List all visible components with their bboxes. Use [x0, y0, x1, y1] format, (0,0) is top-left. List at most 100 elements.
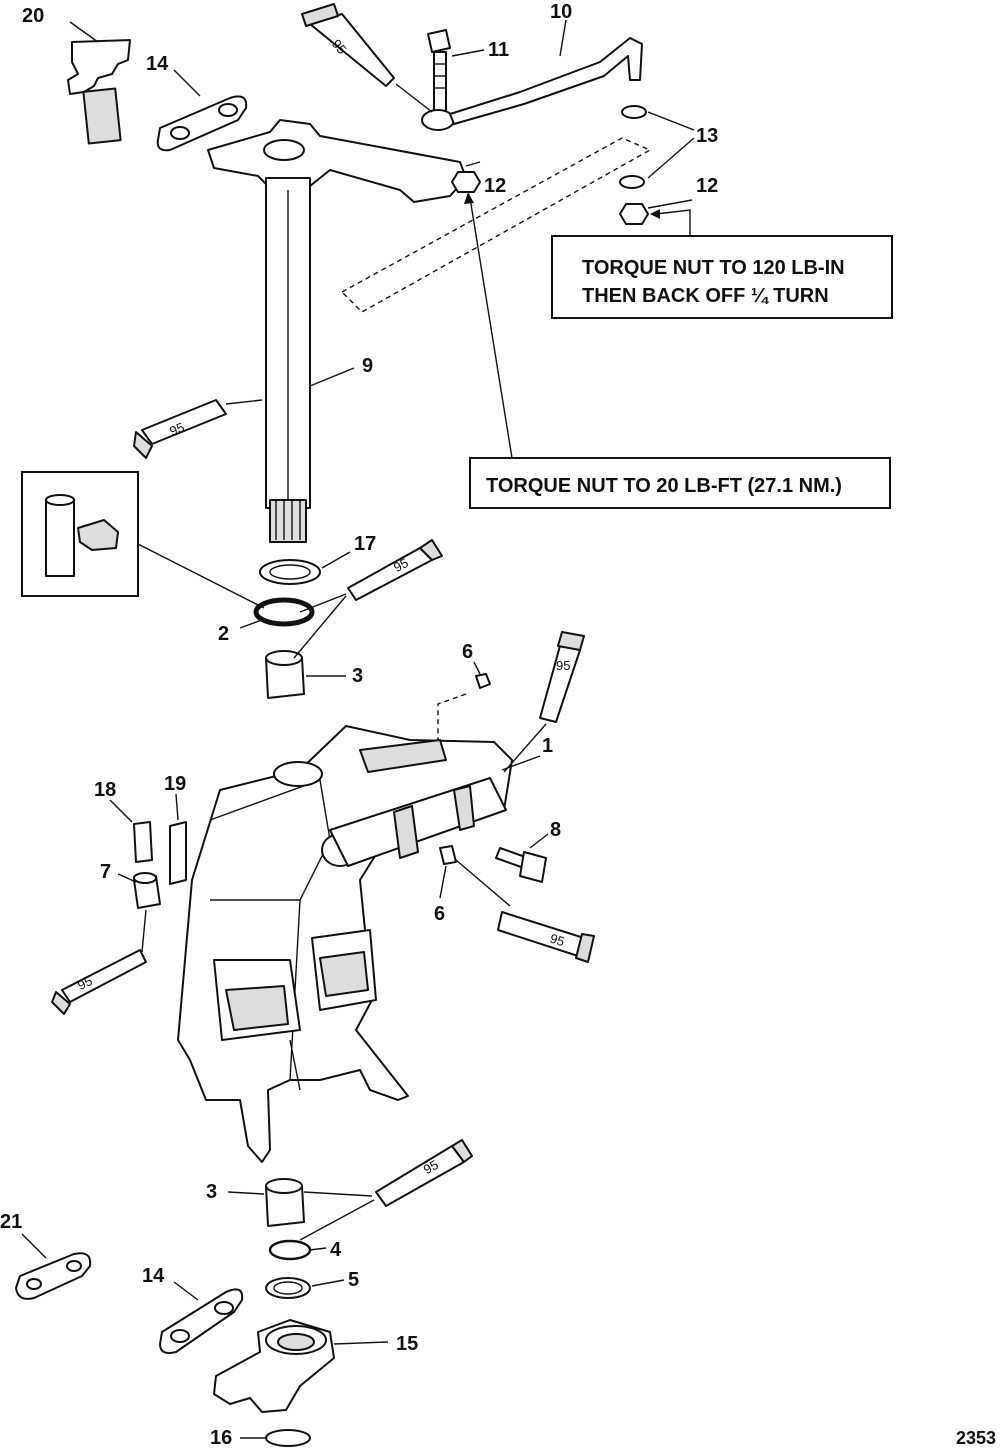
part-13-washer-top [621, 105, 647, 119]
callout-18: 18 [94, 779, 116, 801]
grease-tube-4 [539, 631, 585, 723]
callout-11: 11 [488, 39, 509, 61]
part-3-bushing-top [265, 650, 305, 699]
part-19-shim [169, 821, 187, 885]
callout-8: 8 [550, 819, 561, 841]
part-9-steering-shaft [207, 119, 467, 543]
leader-tube3a [299, 593, 347, 613]
leader-2 [239, 619, 263, 629]
part-15-steering-yoke [213, 1319, 335, 1413]
callout-12b: 12 [696, 175, 718, 197]
callout-1: 1 [542, 735, 553, 757]
leader-7-grease [141, 909, 147, 953]
leader-20 [69, 21, 99, 43]
part-4-oring [268, 1239, 312, 1261]
callout-3b: 3 [206, 1181, 217, 1203]
part-18-shim [133, 821, 153, 863]
leader-14a [173, 69, 201, 97]
callout-20: 20 [22, 5, 44, 27]
leader-tube7b [299, 1199, 375, 1241]
callout-14a: 14 [146, 53, 169, 75]
part-12-nut-left [451, 171, 481, 193]
note-box-20 [469, 457, 891, 509]
callout-19: 19 [164, 773, 186, 795]
leader-14b [173, 1281, 199, 1301]
inset-detail [21, 471, 139, 597]
leader-tube3b [293, 595, 347, 659]
phantom-6 [437, 693, 467, 740]
note-120-line1: TORQUE NUT TO 120 LB-IN [582, 257, 845, 279]
part-3-bushing-bottom [265, 1178, 305, 1227]
leader-17 [321, 551, 351, 569]
callout-6b: 6 [434, 903, 445, 925]
lube-label-6: 95 [75, 973, 95, 993]
lube-label-2: 95 [167, 419, 186, 438]
leader-5 [311, 1279, 345, 1287]
lube-label-5: 95 [548, 931, 566, 950]
leader-4 [309, 1247, 327, 1251]
part-13-washer-bottom [619, 175, 645, 189]
note-box-120 [551, 235, 893, 319]
leader-12b [647, 199, 693, 209]
callout-3a: 3 [352, 665, 363, 687]
grease-tube-6 [51, 949, 147, 1015]
leader-3b [227, 1191, 265, 1195]
leader-18 [109, 799, 133, 823]
leader-tube1 [395, 83, 433, 113]
part-7-bushing [133, 872, 161, 909]
callout-5: 5 [348, 1269, 359, 1291]
grease-tube-3 [347, 539, 443, 601]
grease-tube-7 [375, 1139, 473, 1207]
part-6-fitting-lower [439, 845, 457, 865]
callout-14b: 14 [142, 1265, 165, 1287]
leader-11 [451, 49, 485, 57]
grease-tube-2 [133, 399, 227, 459]
leader-13a [647, 111, 695, 131]
note-120-line2: THEN BACK OFF ¼ TURN [582, 285, 829, 307]
callout-12a: 12 [484, 175, 506, 197]
leader-6a [473, 661, 481, 675]
part-21-plate [15, 1252, 92, 1300]
callout-13: 13 [696, 125, 718, 147]
part-16-ring [265, 1429, 311, 1447]
part-12-nut-right [619, 203, 649, 225]
arrow-20 [469, 197, 513, 459]
part-14-gasket-top [156, 95, 248, 152]
part-2-seal [253, 597, 315, 627]
leader-12a [465, 161, 481, 167]
leader-8 [529, 833, 549, 849]
leader-9 [309, 367, 355, 387]
callout-2: 2 [218, 623, 229, 645]
lube-label-3: 95 [391, 555, 411, 575]
callout-16: 16 [210, 1427, 232, 1449]
callout-7: 7 [100, 861, 111, 883]
leader-21 [21, 1233, 47, 1259]
lube-label-7: 95 [421, 1157, 441, 1177]
part-1-swivel-bracket [177, 725, 513, 1163]
part-10-link-rod [421, 37, 643, 131]
callout-10: 10 [550, 1, 572, 23]
leader-6b-grease [455, 859, 511, 907]
leader-19 [175, 793, 179, 821]
part-11-bolt [427, 29, 451, 117]
part-20-plate [67, 39, 131, 145]
leader-tube2 [225, 399, 263, 405]
callout-9: 9 [362, 355, 373, 377]
lube-label-4: 95 [556, 658, 570, 673]
leader-13b [647, 137, 695, 179]
part-6-screw-top [475, 673, 491, 689]
leader-inset [137, 543, 265, 609]
arrow-120 [655, 209, 691, 236]
leader-10 [559, 19, 567, 57]
part-8-bolt [495, 847, 547, 883]
grease-tube-5 [497, 911, 595, 963]
callout-17: 17 [354, 533, 376, 555]
leader-6b [439, 865, 447, 899]
leader-tube7a [303, 1191, 373, 1197]
callout-6a: 6 [462, 641, 473, 663]
leader-15 [333, 1341, 389, 1345]
figure-number: 2353 [956, 1428, 996, 1448]
callout-21: 21 [0, 1211, 22, 1233]
